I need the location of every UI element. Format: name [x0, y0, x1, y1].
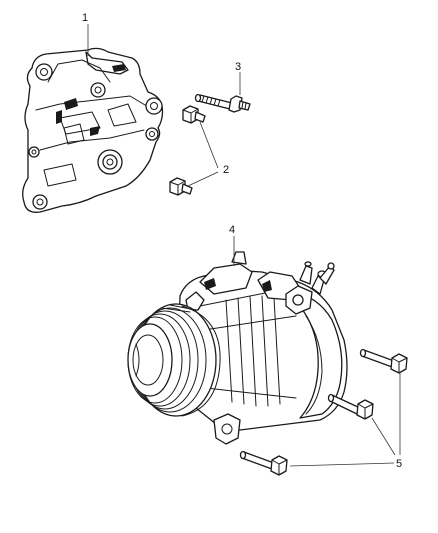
leader-lines — [87, 24, 401, 467]
callout-2: 2 — [223, 164, 229, 176]
compressor-bolt-middle — [327, 393, 374, 420]
callout-4: 4 — [229, 224, 235, 236]
stud-bolt — [194, 93, 251, 113]
callout-5: 5 — [396, 458, 402, 470]
ac-compressor — [127, 251, 348, 445]
callout-3: 3 — [235, 61, 241, 73]
compressor-bolt-top — [359, 348, 408, 374]
compressor-bolt-bottom — [239, 450, 288, 476]
mounting-bracket — [22, 47, 164, 213]
bolt-lower — [169, 177, 193, 196]
bolt-upper — [182, 105, 206, 124]
callout-1: 1 — [82, 12, 88, 24]
